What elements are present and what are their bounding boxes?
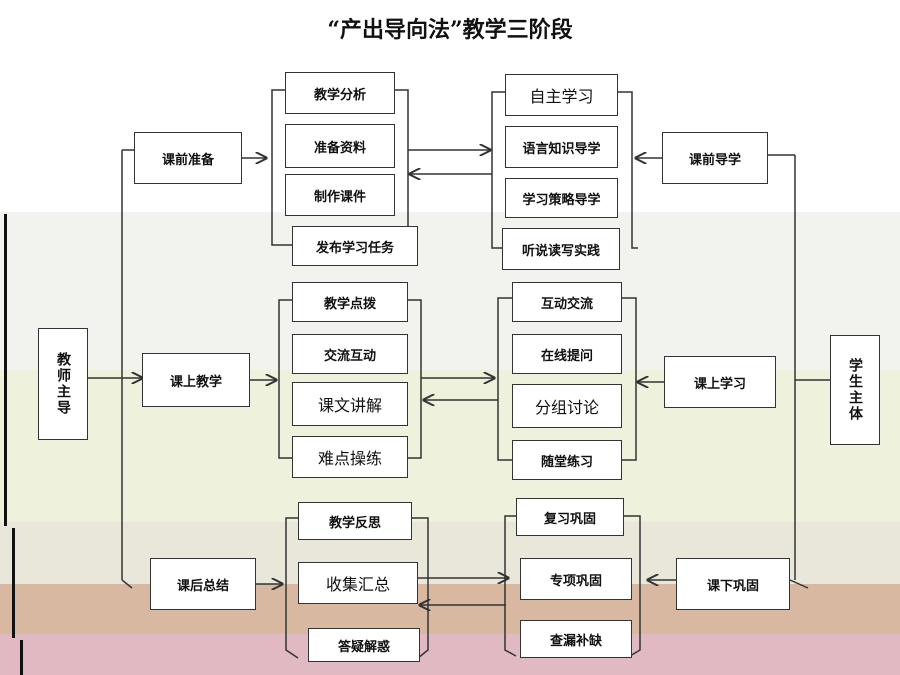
teacher-root-box: 教师主导 bbox=[38, 328, 88, 440]
stage2-student-item: 分组讨论 bbox=[512, 384, 622, 428]
stage3-teacher-item: 教学反思 bbox=[298, 502, 412, 540]
stage1-teacher-box: 课前准备 bbox=[134, 132, 242, 184]
stage2-teacher-item: 交流互动 bbox=[292, 334, 408, 374]
stage1-teacher-item: 制作课件 bbox=[285, 174, 395, 216]
stage2-teacher-box: 课上教学 bbox=[142, 353, 250, 407]
stage3-student-item: 查漏补缺 bbox=[520, 620, 632, 658]
stage2-teacher-item: 教学点拨 bbox=[292, 282, 408, 322]
stage3-student-box: 课下巩固 bbox=[676, 558, 790, 610]
stage1-student-item: 学习策略导学 bbox=[505, 178, 618, 218]
stage3-teacher-item: 答疑解惑 bbox=[308, 628, 420, 662]
stage2-teacher-item: 难点操练 bbox=[292, 436, 408, 478]
stage3-student-item: 复习巩固 bbox=[516, 498, 624, 536]
left-edge-mark bbox=[4, 214, 7, 526]
stage2-student-item: 互动交流 bbox=[512, 282, 622, 322]
stage1-teacher-item: 发布学习任务 bbox=[292, 226, 418, 266]
stage1-teacher-item: 准备资料 bbox=[285, 124, 395, 168]
band-upper bbox=[0, 212, 900, 370]
stage2-teacher-item: 课文讲解 bbox=[292, 382, 408, 426]
stage1-student-item: 听说读写实践 bbox=[502, 228, 620, 270]
diagram-title: “产出导向法”教学三阶段 bbox=[327, 17, 573, 43]
stage3-student-item: 专项巩固 bbox=[520, 558, 632, 600]
left-edge-mark bbox=[12, 528, 15, 638]
stage1-teacher-item: 教学分析 bbox=[285, 72, 395, 114]
stage1-student-item: 自主学习 bbox=[505, 74, 618, 116]
stage2-student-item: 在线提问 bbox=[512, 334, 622, 374]
stage2-student-box: 课上学习 bbox=[664, 356, 776, 408]
stage3-teacher-item: 收集汇总 bbox=[298, 562, 418, 604]
stage1-student-item: 语言知识导学 bbox=[505, 126, 618, 168]
stage3-teacher-box: 课后总结 bbox=[150, 558, 256, 610]
student-root-box: 学生主体 bbox=[830, 335, 880, 445]
stage2-student-item: 随堂练习 bbox=[512, 440, 622, 480]
band-pink bbox=[0, 634, 900, 675]
left-edge-mark bbox=[20, 640, 23, 675]
stage1-student-box: 课前导学 bbox=[662, 132, 768, 184]
